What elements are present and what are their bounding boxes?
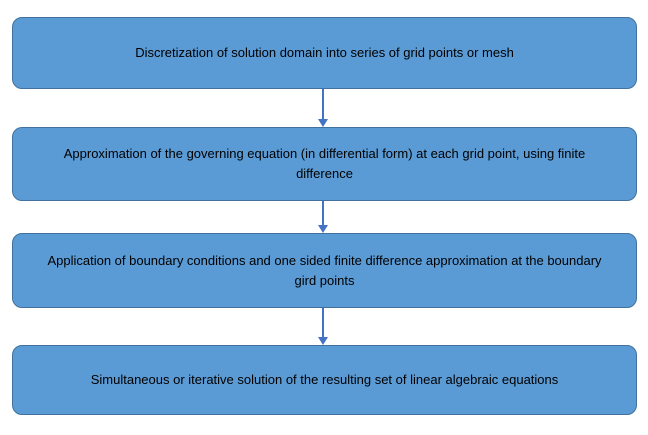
- arrow-shaft: [322, 308, 324, 337]
- arrow-head-icon: [318, 119, 328, 127]
- arrow-down-connector: [318, 89, 328, 127]
- flow-step-label: Discretization of solution domain into s…: [135, 45, 514, 60]
- arrow-shaft: [322, 89, 324, 119]
- flow-step-label: Application of boundary conditions and o…: [47, 252, 602, 288]
- flow-step-approximation: Approximation of the governing equation …: [12, 127, 637, 201]
- arrow-down-connector: [318, 308, 328, 345]
- arrow-head-icon: [318, 225, 328, 233]
- flow-step-label: Simultaneous or iterative solution of th…: [90, 372, 559, 387]
- flow-step-boundary-conditions: Application of boundary conditions and o…: [12, 233, 637, 308]
- arrow-shaft: [322, 201, 324, 225]
- arrow-head-icon: [318, 337, 328, 345]
- flow-step-solution: Simultaneous or iterative solution of th…: [12, 345, 637, 415]
- flow-step-label: Approximation of the governing equation …: [63, 146, 586, 181]
- flow-step-discretization: Discretization of solution domain into s…: [12, 17, 637, 89]
- arrow-down-connector: [318, 201, 328, 233]
